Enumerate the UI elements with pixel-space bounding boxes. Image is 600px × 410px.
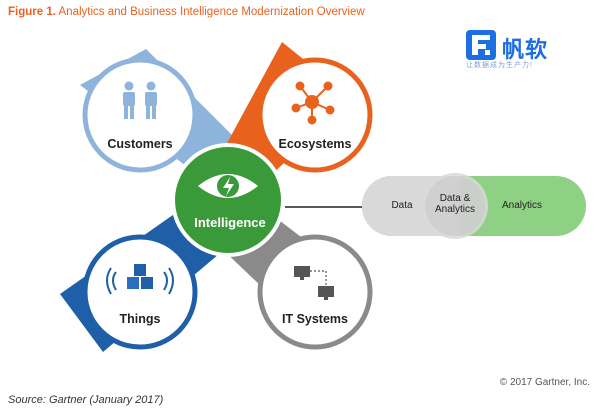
source-text: Source: Gartner (January 2017) bbox=[8, 394, 164, 406]
things-label: Things bbox=[119, 312, 161, 326]
intelligence-inner-circle bbox=[175, 147, 281, 253]
logo-tagline: 让数据成为生产力! bbox=[466, 62, 533, 69]
network-icon bbox=[291, 81, 335, 125]
ecosystems-label: Ecosystems bbox=[278, 137, 352, 151]
customers-circle bbox=[82, 57, 198, 173]
things-circle bbox=[82, 234, 198, 350]
logo-name: 帆软 bbox=[502, 37, 549, 62]
eye-lightning-icon bbox=[198, 174, 258, 198]
fanruan-logo: 帆软 让数据成为生产力! bbox=[466, 28, 596, 78]
connected-computers-icon bbox=[294, 266, 334, 300]
pill-analytics-label: Analytics bbox=[501, 200, 542, 211]
copyright-text: © 2017 Gartner, Inc. bbox=[499, 377, 590, 388]
fanruan-logo-mark-icon bbox=[466, 30, 496, 60]
figure-label: Figure 1. bbox=[8, 6, 56, 18]
cubes-icon bbox=[106, 264, 174, 295]
pill-data-analytics-line1: Data & bbox=[439, 193, 471, 204]
it-systems-circle bbox=[257, 234, 373, 350]
figure-title-text: Analytics and Business Intelligence Mode… bbox=[58, 6, 365, 18]
it-systems-label: IT Systems bbox=[281, 312, 348, 326]
intelligence-label: Intelligence bbox=[194, 215, 266, 230]
pill-data-label: Data bbox=[391, 200, 413, 211]
figure-title: Figure 1. Analytics and Business Intelli… bbox=[8, 6, 365, 18]
data-analytics-overlap bbox=[425, 176, 485, 236]
people-icon bbox=[123, 81, 157, 119]
ecosystems-circle bbox=[257, 57, 373, 173]
pill-data-analytics-line2: Analytics bbox=[434, 204, 475, 215]
pill-data-analytics-label: Data & Analytics bbox=[425, 193, 485, 215]
customers-label: Customers bbox=[107, 137, 173, 151]
